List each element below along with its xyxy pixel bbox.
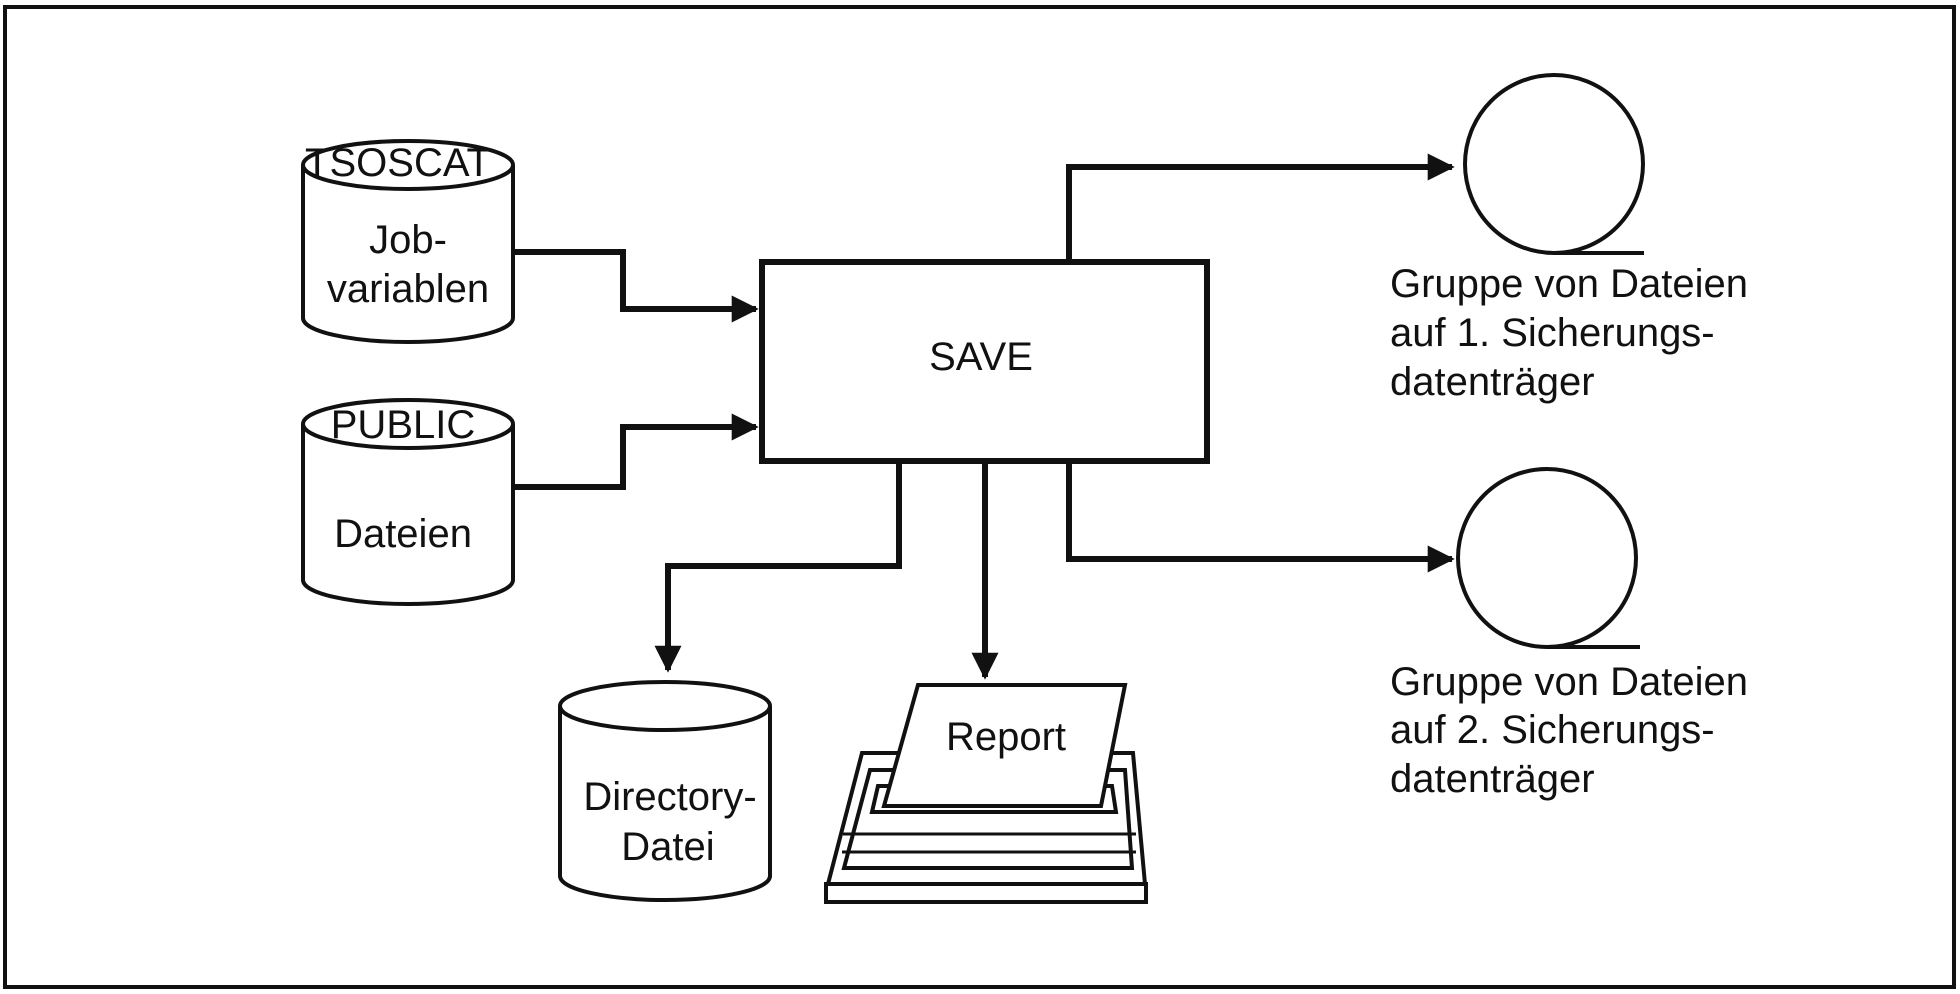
save-box (759, 259, 1210, 464)
arrow-save-to-tape-2 (1066, 461, 1455, 573)
directory-line-1: Directory- (583, 775, 756, 819)
tsoscat-line-2: variablen (327, 267, 489, 311)
public-title: PUBLIC (331, 403, 476, 447)
tape-reel-2 (1456, 467, 1640, 649)
arrow-save-to-directory (654, 461, 902, 673)
tape-1-caption-line-2: auf 1. Sicherungs- (1390, 311, 1715, 355)
tape-2-caption-line-3: datenträger (1390, 757, 1595, 801)
diagram-frame (3, 5, 1956, 989)
tsoscat-title: TSOSCAT (305, 141, 491, 185)
tape-2-caption-line-1: Gruppe von Dateien (1390, 660, 1748, 704)
directory-line-2: Datei (621, 825, 714, 869)
tape-1-caption-line-1: Gruppe von Dateien (1390, 262, 1748, 306)
arrow-tsoscat-to-save (513, 249, 759, 323)
arrow-public-to-save (513, 413, 759, 490)
directory-cylinder: Directory- Datei (558, 680, 772, 902)
arrow-save-to-tape-1 (1066, 153, 1455, 262)
report-label: Report (946, 715, 1066, 759)
public-line-1: Dateien (334, 512, 472, 556)
tsoscat-cylinder: TSOSCAT Job- variablen (301, 139, 515, 344)
tape-1-caption-line-3: datenträger (1390, 360, 1595, 404)
tape-2-caption-line-2: auf 2. Sicherungs- (1390, 708, 1715, 752)
report-sheet (881, 683, 1128, 808)
tsoscat-line-1: Job- (369, 218, 447, 262)
tape-reel-1 (1463, 73, 1645, 255)
public-cylinder: PUBLIC Dateien (301, 398, 515, 606)
save-label: SAVE (929, 335, 1033, 379)
